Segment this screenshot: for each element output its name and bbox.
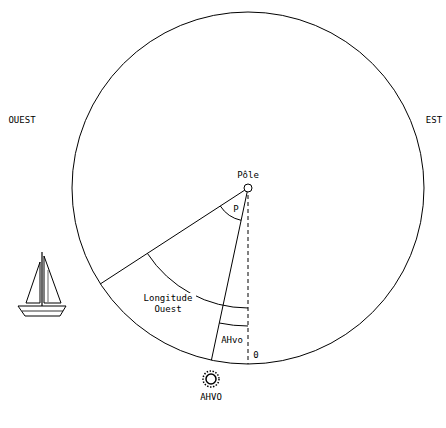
meridian-label: 0	[252, 350, 259, 361]
angle-label: P	[232, 204, 239, 215]
angle-label: AHvo	[220, 335, 244, 346]
direction-label: EST	[425, 115, 443, 126]
sun-symbol	[203, 371, 219, 387]
angle-arc	[219, 323, 248, 326]
meridian-line	[248, 188, 249, 364]
boat-line	[100, 188, 248, 284]
sun-line	[211, 188, 248, 360]
pole-label: Pôle	[236, 170, 260, 181]
direction-label: OUEST	[7, 115, 36, 126]
sun-label: AHVO	[199, 392, 223, 403]
angle-label: Longitude Ouest	[140, 293, 196, 315]
pole-symbol	[244, 184, 252, 192]
celestial-circle	[72, 12, 424, 364]
sailboat-icon	[18, 252, 66, 316]
